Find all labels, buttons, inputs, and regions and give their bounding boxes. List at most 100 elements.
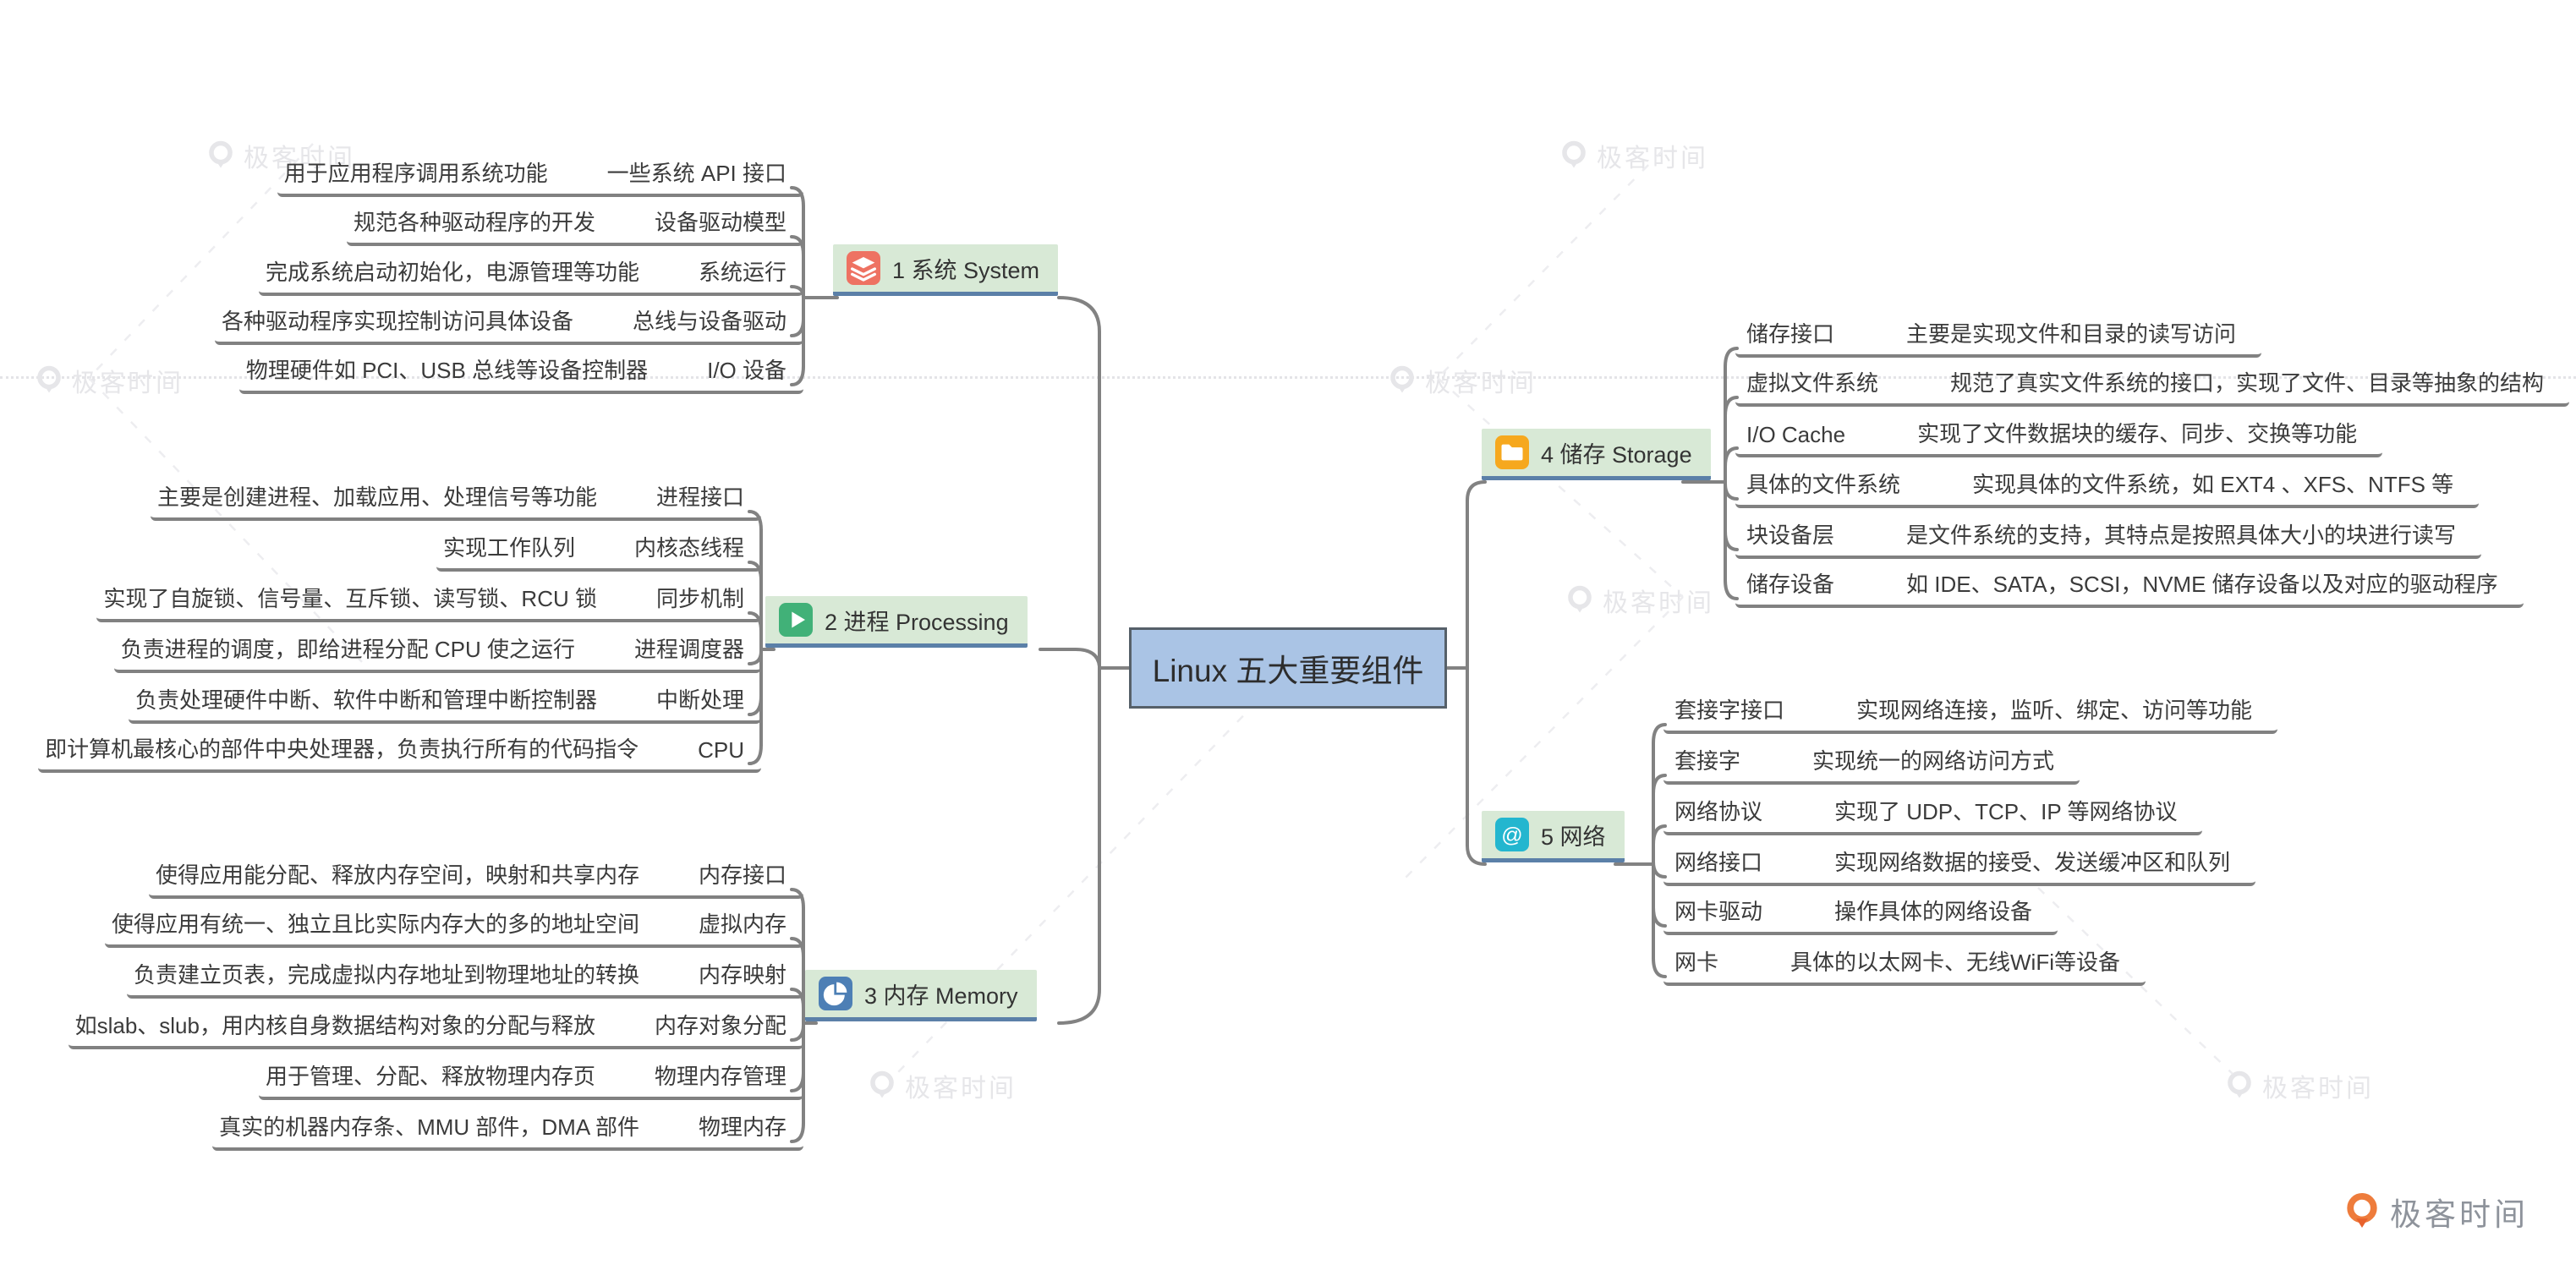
folder-icon [1495,435,1529,469]
leaf-desc: 各种驱动程序实现控制访问具体设备 [221,309,573,334]
leaf-node[interactable]: 虚拟文件系统 规范了真实文件系统的接口，实现了文件、目录等抽象的结构 [1735,359,2570,407]
leaf-desc: 实现工作队列 [442,535,575,561]
leaf-term: 虚拟内存 [698,911,787,937]
leaf-desc: 使得应用能分配、释放内存空间，映射和共享内存 [155,862,639,888]
leaf-term: 设备驱动模型 [654,210,787,235]
leaf-desc: 即计算机最核心的部件中央处理器，负责执行所有的代码指令 [45,736,639,762]
branch-node-system[interactable]: 1 系统 System [833,244,1059,296]
leaf-node[interactable]: 套接字 实现统一的网络访问方式 [1663,736,2080,785]
watermark: 极客时间 [867,1067,1017,1104]
watermark-dotted-line [0,376,2576,379]
leaf-term: 内存接口 [698,862,787,888]
leaf-node[interactable]: 用于管理、分配、释放物理内存页 物理内存管理 [258,1052,803,1100]
leaf-node[interactable]: 网卡驱动 操作具体的网络设备 [1663,887,2058,935]
leaf-node[interactable]: 主要是创建进程、加载应用、处理信号等功能 进程接口 [150,473,761,521]
leaf-term: 物理内存管理 [654,1064,787,1089]
leaf-node[interactable]: 真实的机器内存条、MMU 部件，DMA 部件 物理内存 [212,1103,803,1151]
leaf-desc: 实现统一的网络访问方式 [1812,748,2055,774]
at-sign-icon: @ [1495,818,1529,851]
leaf-term: 具体的文件系统 [1746,472,1901,497]
leaf-term: 网络接口 [1674,850,1763,875]
geektime-logo-icon [2347,1193,2377,1228]
leaf-desc: 负责建立页表，完成虚拟内存地址到物理地址的转换 [133,962,639,988]
branch-node-memory[interactable]: 3 内存 Memory [805,970,1037,1021]
leaf-term: 同步机制 [655,586,744,611]
watermark-text: 极客时间 [2262,1075,2374,1103]
leaf-desc: 如slab、slub，用内核自身数据结构对象的分配与释放 [74,1013,595,1038]
geektime-logo-icon [870,1070,894,1098]
leaf-term: 网卡 [1674,950,1719,975]
leaf-term: 进程接口 [655,484,744,510]
watermark-text: 极客时间 [905,1075,1017,1103]
branch-label: 4 储存 Storage [1541,441,1692,468]
leaf-node[interactable]: 使得应用有统一、独立且比实际内存大的多的地址空间 虚拟内存 [104,900,803,948]
leaf-node[interactable]: 实现工作队列 内核态线程 [436,523,761,572]
leaf-desc: 具体的以太网卡、无线WiFi等设备 [1790,950,2120,975]
leaf-node[interactable]: 块设备层 是文件系统的支持，其特点是按照具体大小的块进行读写 [1735,511,2482,559]
leaf-desc: 用于应用程序调用系统功能 [283,161,548,186]
leaf-node[interactable]: 储存接口 主要是实现文件和目录的读写访问 [1735,309,2262,358]
leaf-desc: 规范各种驱动程序的开发 [353,210,595,235]
leaf-term: 系统运行 [698,260,787,285]
leaf-desc: 规范了真实文件系统的接口，实现了文件、目录等抽象的结构 [1950,370,2545,396]
leaf-node[interactable]: I/O Cache 实现了文件数据块的缓存、同步、交换等功能 [1735,409,2383,457]
leaf-desc: 用于管理、分配、释放物理内存页 [265,1064,595,1089]
leaf-term: 物理内存 [698,1114,787,1140]
leaf-node[interactable]: 网卡 具体的以太网卡、无线WiFi等设备 [1663,938,2146,986]
leaf-term: 储存设备 [1746,572,1835,597]
leaf-desc: 负责进程的调度，即给进程分配 CPU 使之运行 [120,637,575,662]
branch-node-storage[interactable]: 4 储存 Storage [1482,429,1711,480]
leaf-desc: 实现网络连接，监听、绑定、访问等功能 [1856,698,2253,723]
branch-label: 5 网络 [1541,824,1606,850]
leaf-node[interactable]: 负责进程的调度，即给进程分配 CPU 使之运行 进程调度器 [113,625,761,673]
leaf-node[interactable]: 用于应用程序调用系统功能 一些系统 API 接口 [277,149,803,197]
branch-label: 1 系统 System [892,257,1040,283]
leaf-term: 中断处理 [655,687,744,713]
leaf-desc: 实现具体的文件系统，如 EXT4 、XFS、NTFS 等 [1972,472,2454,497]
leaf-term: 总线与设备驱动 [632,309,787,334]
leaf-node[interactable]: 套接字接口 实现网络连接，监听、绑定、访问等功能 [1663,686,2278,734]
watermark: 极客时间 [1387,362,1537,399]
leaf-term: CPU [698,737,744,763]
leaf-desc: 主要是创建进程、加载应用、处理信号等功能 [156,484,597,510]
leaf-node[interactable]: 物理硬件如 PCI、USB 总线等设备控制器 I/O 设备 [238,346,803,394]
branch-label: 3 内存 Memory [864,983,1018,1009]
central-topic[interactable]: Linux 五大重要组件 [1129,627,1447,709]
leaf-node[interactable]: 负责建立页表，完成虚拟内存地址到物理地址的转换 内存映射 [126,950,803,999]
leaf-term: I/O 设备 [707,358,787,383]
leaf-desc: 真实的机器内存条、MMU 部件，DMA 部件 [219,1114,639,1140]
brand-text: 极客时间 [2390,1197,2529,1232]
leaf-node[interactable]: 规范各种驱动程序的开发 设备驱动模型 [346,198,803,246]
leaf-node[interactable]: 具体的文件系统 实现具体的文件系统，如 EXT4 、XFS、NTFS 等 [1735,460,2480,508]
leaf-term: 块设备层 [1746,523,1835,548]
geektime-logo-icon [37,365,61,393]
leaf-node[interactable]: 各种驱动程序实现控制访问具体设备 总线与设备驱动 [214,297,803,345]
leaf-desc: 使得应用有统一、独立且比实际内存大的多的地址空间 [111,911,639,937]
leaf-node[interactable]: 如slab、slub，用内核自身数据结构对象的分配与释放 内存对象分配 [68,1001,803,1049]
watermark-diagonal-lines [88,143,2233,1075]
leaf-term: 套接字 [1674,748,1741,774]
leaf-node[interactable]: 网络接口 实现网络数据的接受、发送缓冲区和队列 [1663,838,2256,886]
branch-node-network[interactable]: @ 5 网络 [1482,811,1625,862]
geektime-logo-icon [1568,585,1592,613]
leaf-node[interactable]: 网络协议 实现了 UDP、TCP、IP 等网络协议 [1663,787,2203,835]
leaf-node[interactable]: 使得应用能分配、释放内存空间，映射和共享内存 内存接口 [148,851,803,899]
leaf-term: 进程调度器 [633,637,744,662]
leaf-node[interactable]: 实现了自旋锁、信号量、互斥锁、读写锁、RCU 锁 同步机制 [96,574,761,622]
branch-node-processing[interactable]: 2 进程 Processing [765,596,1028,648]
leaf-node[interactable]: 完成系统启动初始化，电源管理等功能 系统运行 [258,248,803,296]
leaf-term: 套接字接口 [1674,698,1785,723]
leaf-desc: 负责处理硬件中断、软件中断和管理中断控制器 [134,687,597,713]
geektime-logo-icon [2228,1070,2251,1098]
leaf-node[interactable]: 储存设备 如 IDE、SATA，SCSI，NVME 储存设备以及对应的驱动程序 [1735,560,2524,608]
watermark: 极客时间 [1565,582,1714,619]
geektime-logo-icon [1562,140,1586,168]
leaf-node[interactable]: 即计算机最核心的部件中央处理器，负责执行所有的代码指令 CPU [38,725,761,773]
leaf-node[interactable]: 负责处理硬件中断、软件中断和管理中断控制器 中断处理 [128,676,761,724]
leaf-term: 虚拟文件系统 [1746,370,1879,396]
geektime-logo-icon [209,140,233,168]
pie-chart-icon [819,977,852,1010]
leaf-term: 内核态线程 [633,535,744,561]
